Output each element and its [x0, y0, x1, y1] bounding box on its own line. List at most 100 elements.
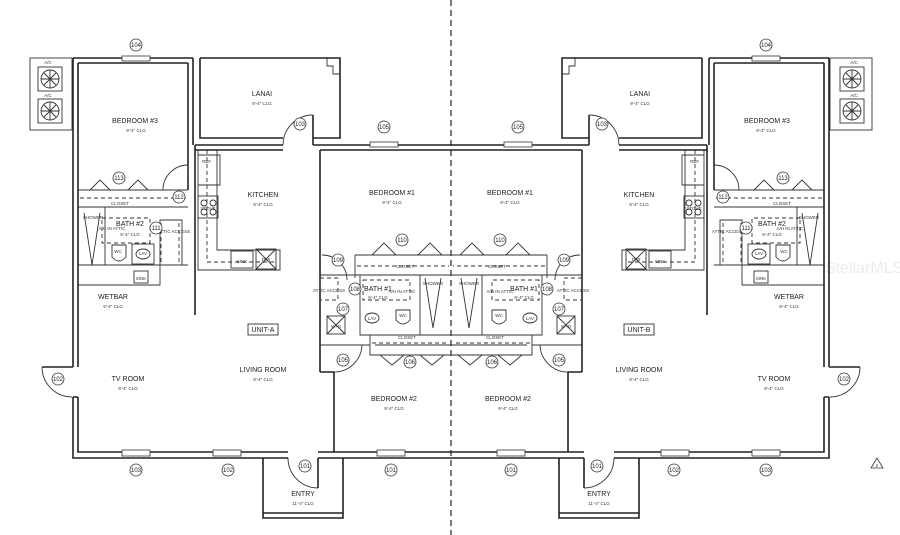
closet-label: CLOSET [396, 264, 414, 269]
tag-111: 111 [739, 221, 753, 235]
room-label-bedroom-1: BEDROOM #1 [369, 190, 415, 197]
watermark: StellarMLS [825, 260, 900, 277]
unit-a-walls [29, 55, 451, 519]
ceiling-height: 9'-4" CLG [382, 200, 402, 205]
tag-107: 107 [336, 302, 350, 316]
ceiling-height: 9'-4" CLG [120, 232, 140, 237]
svg-text:104: 104 [131, 43, 142, 49]
tag-102: 102 [51, 372, 65, 386]
attic-access-label: ATTIC ACCESS [313, 288, 345, 293]
tag-103: 103 [759, 463, 773, 477]
fixture-label: SINK [237, 259, 248, 264]
room-label-kitchen: KITCHEN [624, 192, 655, 199]
ceiling-height: 9'-4" CLG [126, 128, 146, 133]
fixture-label: A/H IN ATTIC [487, 289, 515, 294]
ceiling-height: 9'-4" CLG [498, 406, 518, 411]
svg-text:111: 111 [151, 226, 161, 232]
fixture-label: REF. [202, 159, 212, 164]
ceiling-height: 9'-4" CLG [368, 295, 388, 300]
svg-text:107: 107 [554, 307, 565, 313]
ceiling-height: 9'-4" CLG [500, 200, 520, 205]
tag-110: 110 [493, 233, 507, 247]
fixture-label: WC [780, 249, 788, 254]
fixture-label: SHOWER [459, 281, 480, 286]
ac-unit-icon [37, 98, 63, 124]
room-label-lanai: LANAI [252, 91, 272, 98]
svg-text:112: 112 [718, 195, 728, 201]
svg-text:2: 2 [876, 463, 879, 468]
fixture-label: SINK [136, 276, 147, 281]
ceiling-height: 9'-4" CLG [762, 232, 782, 237]
fixture-label: REF. [690, 159, 700, 164]
tag-102: 102 [837, 372, 851, 386]
fixture-label: W+D [561, 324, 572, 329]
tag-113: 113 [776, 171, 790, 185]
fixture-label: LAV [139, 251, 147, 256]
ceiling-height: 9'-4" CLG [384, 406, 404, 411]
room-label-lanai: LANAI [630, 91, 650, 98]
tag-106: 106 [403, 355, 417, 369]
svg-text:104: 104 [761, 43, 772, 49]
svg-text:102: 102 [839, 377, 850, 383]
svg-text:103: 103 [761, 468, 772, 474]
fixture-label: LAV [526, 316, 534, 321]
ceiling-height: 9'-4" CLG [252, 101, 272, 106]
svg-text:101: 101 [506, 468, 517, 474]
ceiling-height: 9'-4" CLG [514, 295, 534, 300]
tag-102: 102 [221, 463, 235, 477]
svg-text:102: 102 [669, 468, 680, 474]
closet-label: CLOSET [773, 201, 791, 206]
room-label-entry: ENTRY [587, 491, 611, 498]
tag-105: 105 [511, 120, 525, 134]
attic-access-label: ATTIC ACCESS [712, 229, 744, 234]
tag-106: 106 [485, 355, 499, 369]
ceiling-height: 9'-4" CLG [253, 377, 273, 382]
room-label-bedroom-3: BEDROOM #3 [744, 118, 790, 125]
fixture-label: LAV [368, 316, 376, 321]
fixture-label: A/H IN ATTIC [389, 289, 417, 294]
ceiling-height: 9'-4" CLG [103, 304, 123, 309]
room-label-bath-2: BATH #2 [116, 221, 144, 228]
svg-text:110: 110 [397, 238, 407, 244]
svg-text:113: 113 [778, 176, 788, 182]
tag-103: 103 [293, 117, 307, 131]
svg-text:110: 110 [495, 238, 505, 244]
room-label-kitchen: KITCHEN [248, 192, 279, 199]
room-label-wetbar: WETBAR [98, 294, 128, 301]
room-label-wetbar: WETBAR [774, 294, 804, 301]
svg-text:102: 102 [53, 377, 64, 383]
room-label-bedroom-2: BEDROOM #2 [371, 396, 417, 403]
fixture-label: WC [114, 249, 122, 254]
room-label-living-room: LIVING ROOM [240, 367, 287, 374]
svg-text:106: 106 [405, 360, 416, 366]
fixture-label: D/W [632, 257, 642, 262]
fixture-label: SHOWER [423, 281, 444, 286]
tag-104: 104 [759, 38, 773, 52]
svg-text:103: 103 [295, 122, 306, 128]
fixture-label: A/H IN ATTIC [777, 226, 805, 231]
room-label-bedroom-2: BEDROOM #2 [485, 396, 531, 403]
svg-text:109: 109 [559, 258, 570, 264]
fixture-label: A/H IN ATTIC [99, 226, 127, 231]
fixture-label: SINK [756, 276, 767, 281]
ceiling-height: 9'-4" CLG [629, 202, 649, 207]
ceiling-height: 11'-4" CLG [292, 501, 314, 506]
svg-text:105: 105 [513, 125, 524, 131]
ac-unit-icon [37, 66, 63, 92]
fixture-label: WC [399, 313, 407, 318]
unit-label: UNIT-A [252, 327, 275, 334]
tag-111: 111 [149, 221, 163, 235]
svg-text:105: 105 [338, 358, 349, 364]
svg-text:108: 108 [542, 287, 553, 293]
ac-label: A/C [44, 60, 52, 65]
ceiling-height: 9'-4" CLG [756, 128, 776, 133]
svg-text:112: 112 [174, 195, 184, 201]
tag-103: 103 [595, 117, 609, 131]
unit-a-labels: A/C A/C BEDROOM #3 9'-4" CLG LANAI 9'-4"… [44, 38, 444, 506]
closet-label: CLOSET [111, 201, 129, 206]
tag-105: 105 [552, 353, 566, 367]
fixture-label: D/W [262, 257, 272, 262]
revision-triangle-icon: 2 [870, 457, 884, 469]
